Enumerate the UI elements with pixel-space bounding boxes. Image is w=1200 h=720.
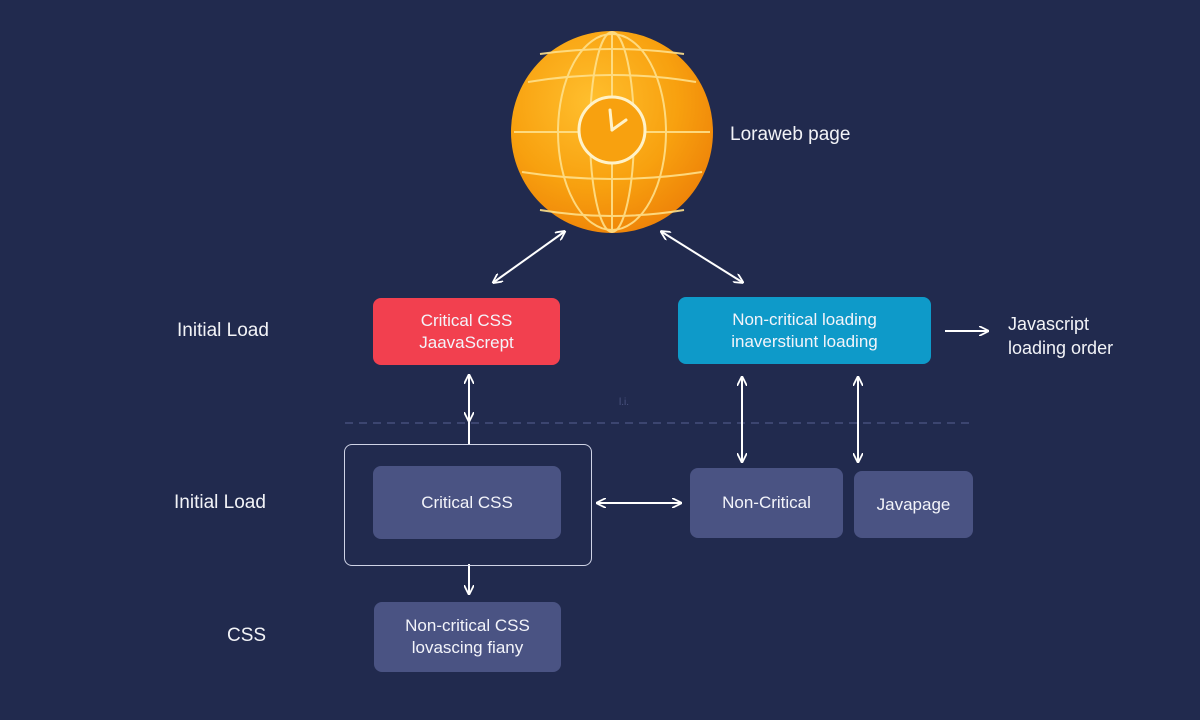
side-note-line2: loading order xyxy=(1008,338,1114,358)
row-label-initial-load-top: Initial Load xyxy=(177,320,269,341)
globe-clock-icon xyxy=(510,30,714,234)
non-critical-box[interactable]: Non-Critical xyxy=(690,468,843,538)
javapage-box[interactable]: Javapage xyxy=(854,471,973,538)
critical-group-frame xyxy=(344,444,592,566)
non-critical-css-line2: lovascing fiany xyxy=(411,638,524,657)
critical-css-box[interactable]: Critical CSS JaavaScrept xyxy=(373,298,560,365)
javascript-loading-order-note: Javascript loading order xyxy=(1008,312,1113,360)
critical-css-line2: JaavaScrept xyxy=(419,332,514,352)
non-critical-loading-line2: inaverstiunt loading xyxy=(731,331,878,351)
non-critical-loading-line1: Non-critical loading xyxy=(732,309,877,329)
critical-css-line1: Critical CSS xyxy=(420,310,513,330)
row-label-css: CSS xyxy=(227,625,267,646)
critical-css-mid-box[interactable]: Critical CSS xyxy=(373,466,561,539)
row-label-initial-load-middle: Initial Load xyxy=(174,492,266,513)
non-critical-label: Non-Critical xyxy=(722,493,811,512)
non-critical-loading-box[interactable]: Non-critical loading inaverstiunt loadin… xyxy=(678,297,931,364)
globe-label: Lorаweb page xyxy=(730,124,851,145)
critical-css-mid-label: Critical CSS xyxy=(421,492,513,512)
arrow-globe-noncritical xyxy=(662,232,742,282)
side-note-line1: Javascript xyxy=(1008,314,1090,334)
arrow-globe-critical xyxy=(494,232,564,282)
non-critical-css-line1: Non-critical CSS xyxy=(405,616,530,635)
javapage-label: Javapage xyxy=(876,494,951,514)
divider-mark: l.i. xyxy=(619,397,629,408)
non-critical-css-box[interactable]: Non-critical CSS lovascing fiany xyxy=(374,602,561,672)
